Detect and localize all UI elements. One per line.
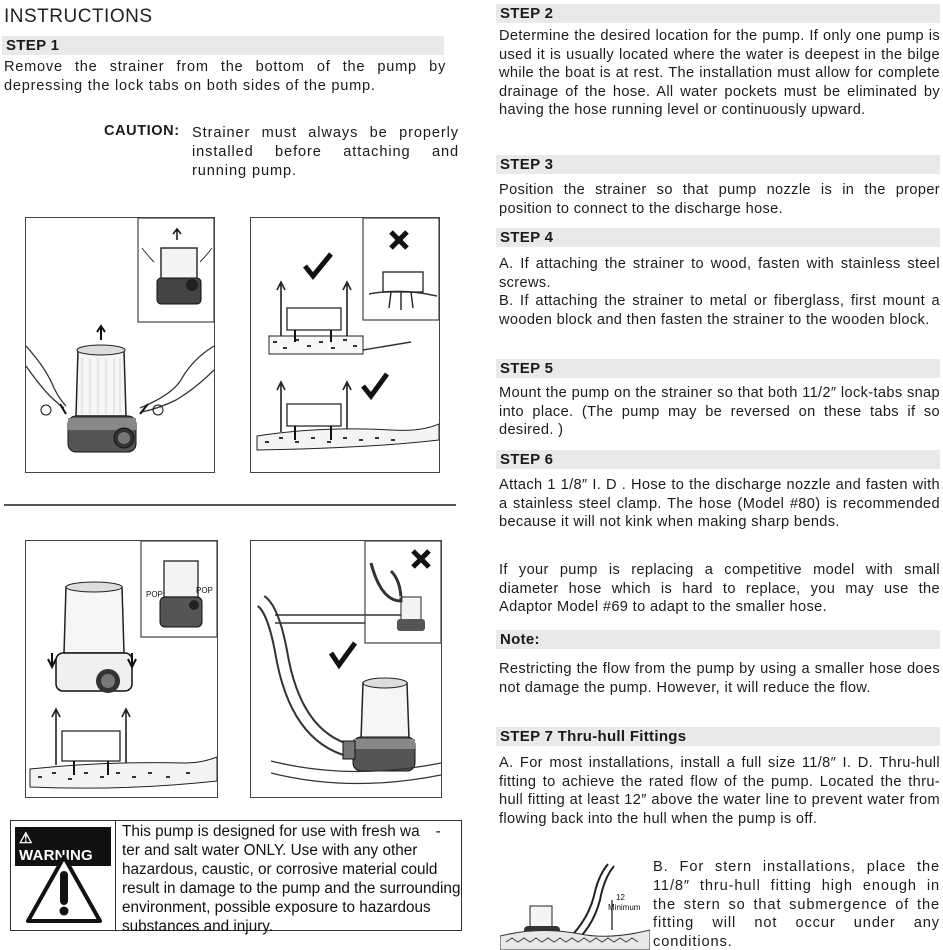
step1-heading: STEP 1	[2, 36, 444, 55]
minimum-label: Minimum	[608, 903, 641, 912]
step5-heading: STEP 5	[496, 359, 940, 378]
figure-hose-routing	[250, 540, 442, 798]
warning-message-box: This pump is designed for use with fresh…	[116, 820, 462, 935]
stern-installation-figure: 12 Minimum	[500, 860, 650, 950]
page-title: INSTRUCTIONS	[4, 6, 153, 27]
caution-label: CAUTION:	[104, 123, 180, 139]
pop-label-left: POP	[146, 590, 163, 599]
hose-routing-illustration	[256, 541, 441, 785]
step2-text: Determine the desired location for the p…	[499, 28, 940, 119]
warning-text-line1: This pump is designed for use with fresh…	[122, 823, 420, 840]
step5-text: Mount the pump on the strainer so that b…	[499, 385, 940, 439]
mount-pump-illustration: POP POP	[29, 541, 217, 789]
step4-text-a: A. If attaching the strainer to wood, fa…	[499, 256, 940, 291]
warning-small-icon: ⚠	[19, 830, 33, 847]
strainer-mounting-illustration	[256, 218, 439, 451]
step7-text-b: B. For stern installations, place the 11…	[653, 859, 940, 950]
twelve-label: 12	[616, 893, 625, 902]
section-divider	[4, 504, 456, 506]
warning-hyphen: -	[435, 823, 441, 840]
step4-heading: STEP 4	[496, 228, 940, 247]
step7-text-a: A. For most installations, install a ful…	[499, 755, 940, 827]
step3-text: Position the strainer so that pump nozzl…	[499, 182, 940, 217]
step4-text-b: B. If attaching the strainer to metal or…	[499, 293, 940, 328]
pump-lock-tabs-illustration	[26, 218, 214, 453]
note-heading: Note:	[496, 630, 940, 649]
step3-heading: STEP 3	[496, 155, 940, 174]
step2-heading: STEP 2	[496, 4, 940, 23]
step6-text-b: If your pump is replacing a competitive …	[499, 562, 940, 616]
warning-text: This pump is designed for use with fresh…	[122, 822, 462, 936]
stern-hose-illustration: 12 Minimum	[500, 863, 650, 950]
figure-mount-pump: POP POP	[25, 540, 218, 798]
step6-text-a: Attach 1 1/8″ I. D . Hose to the dischar…	[499, 477, 940, 531]
pop-label-right: POP	[196, 586, 213, 595]
step6-heading: STEP 6	[496, 450, 940, 469]
warning-label-text: WARNING	[19, 847, 93, 864]
figure-remove-strainer	[25, 217, 215, 473]
warning-icon-box: ⚠ WARNING	[10, 820, 116, 931]
step7-heading: STEP 7 Thru-hull Fittings	[496, 727, 940, 746]
warning-text-rest: ter and salt water ONLY. Use with any ot…	[122, 842, 461, 935]
figure-strainer-mounting	[250, 217, 440, 473]
warning-triangle-icon	[26, 855, 102, 923]
caution-text: Strainer must always be properly install…	[192, 125, 459, 180]
note-text: Restricting the flow from the pump by us…	[499, 661, 940, 696]
step1-text: Remove the strainer from the bottom of t…	[4, 59, 446, 94]
